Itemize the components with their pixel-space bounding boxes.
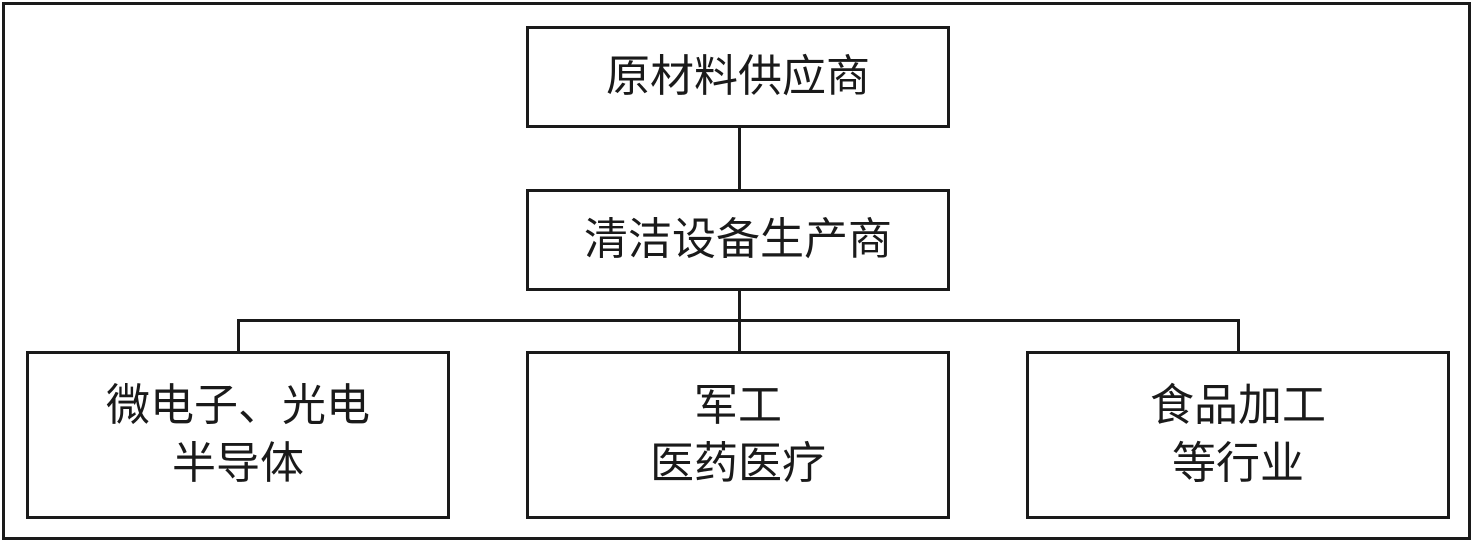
node-label-line-2: 医药医疗: [650, 438, 826, 489]
node-label-line-1: 微电子、光电: [106, 380, 370, 431]
connector-middle-down: [738, 287, 741, 322]
node-label: 清洁设备生产商: [584, 214, 892, 265]
connector-top-middle: [738, 125, 741, 191]
connector-right-drop: [1237, 319, 1240, 353]
node-label-line-2: 半导体: [172, 438, 304, 489]
node-food-processing: 食品加工 等行业: [1026, 351, 1450, 519]
connector-center-drop: [738, 319, 741, 353]
node-military-medical: 军工 医药医疗: [526, 351, 950, 519]
node-label-line-1: 食品加工: [1150, 380, 1326, 431]
node-cleaning-equipment-manufacturer: 清洁设备生产商: [526, 189, 950, 291]
node-microelectronics: 微电子、光电 半导体: [26, 351, 450, 519]
node-label-line-1: 军工: [694, 380, 782, 431]
node-label-line-2: 等行业: [1172, 438, 1304, 489]
node-raw-material-supplier: 原材料供应商: [526, 26, 950, 128]
connector-left-drop: [237, 319, 240, 353]
node-label: 原材料供应商: [606, 51, 870, 102]
